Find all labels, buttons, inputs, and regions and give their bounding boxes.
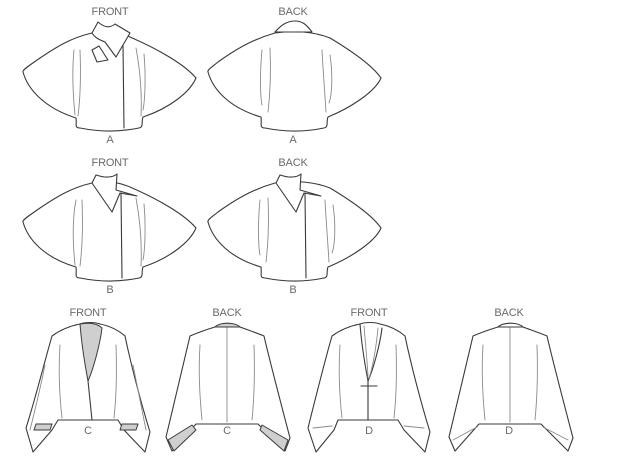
garment-c-front: [25, 321, 151, 453]
garment-b-back: [207, 173, 382, 282]
garment-d-front: [307, 321, 431, 453]
view-title: FRONT: [69, 307, 107, 319]
garment-a-front: [22, 21, 197, 132]
view-title: BACK: [494, 307, 524, 319]
view-title: FRONT: [91, 157, 129, 169]
garment-c-back: [165, 322, 291, 452]
view-title: FRONT: [91, 6, 129, 18]
garment-d-back: [448, 322, 574, 452]
garment-a-back: [207, 20, 382, 132]
view-title: BACK: [278, 6, 308, 18]
view-title: FRONT: [350, 307, 388, 319]
view-title: BACK: [212, 307, 242, 319]
view-letter: C: [84, 425, 92, 437]
view-title: BACK: [278, 157, 308, 169]
garment-b-front: [22, 173, 197, 282]
view-letter: D: [365, 425, 373, 437]
view-letter: B: [106, 284, 114, 296]
view-letter: A: [106, 134, 114, 146]
view-letter: B: [289, 284, 297, 296]
view-letter: C: [223, 425, 231, 437]
view-letter: D: [505, 425, 513, 437]
view-letter: A: [289, 134, 297, 146]
